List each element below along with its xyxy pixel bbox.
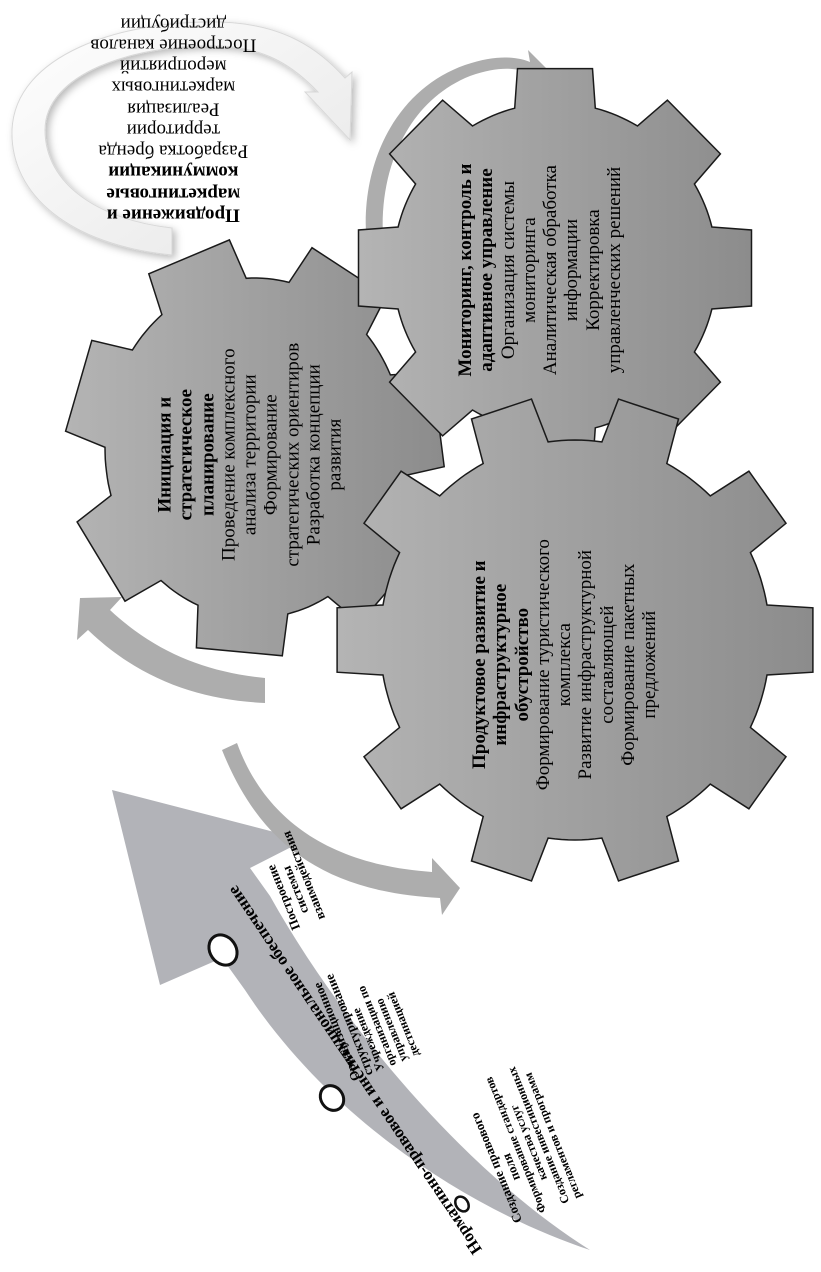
foundation-swoosh-arrow (112, 790, 590, 1250)
gear-item: комплекса (554, 623, 576, 707)
gear-item: развития (324, 419, 346, 491)
promotion-title-line: коммуникации (107, 161, 239, 183)
promotion-item: Разработка бренда (98, 140, 248, 162)
gear-item: Формирование (260, 394, 282, 516)
cycle-arrow-top (365, 50, 548, 295)
gear-title-line: обустройство (511, 608, 533, 722)
gear-item: Развитие инфраструктурной (575, 550, 597, 780)
milestone-circle-2 (318, 1084, 346, 1112)
promotion-item: Реализация (126, 98, 220, 119)
promotion-item: маркетинговых (111, 76, 235, 98)
gear-monitoring-text: Мониторинг, контроль и адаптивное управл… (410, 140, 670, 400)
gear-item: составляющей (596, 605, 618, 725)
gear-item: Формирование туристического (533, 539, 555, 791)
milestone-circle-3 (207, 933, 239, 967)
gear-item: Проведение комплексного (218, 348, 240, 562)
gear-item: мониторинга (518, 217, 540, 323)
promotion-item: Построение каналов (90, 34, 256, 56)
cycle-arrow-left (77, 597, 265, 703)
promotion-curved-arrow (11, 21, 353, 256)
gear-item: информации (561, 218, 583, 322)
gear-product-text: Продуктовое развитие и инфраструктурное … (440, 515, 690, 815)
promotion-block: Продвижение и маркетинговые коммуникации… (58, 13, 288, 225)
gear-title-line: планирование (196, 393, 218, 517)
milestone-circle-1 (454, 1195, 470, 1213)
gear-item: Аналитическая обработка (540, 164, 561, 376)
promotion-item: территории (126, 119, 220, 141)
gear-item: стратегических ориентиров (281, 343, 303, 567)
gear-title-line: Инициация и (154, 397, 176, 513)
promotion-item: дистрибуции (120, 12, 226, 34)
gear-product (336, 398, 814, 882)
gear-initiation-text: Инициация и стратегическое планирование … (120, 315, 380, 595)
promotion-title-line: Продвижение и (106, 204, 240, 226)
gear-item: анализа территории (239, 374, 261, 536)
promotion-item: мероприятий (119, 55, 227, 77)
gear-title-line: стратегическое (175, 389, 197, 521)
cycle-arrow-bottom (222, 743, 460, 915)
gear-item: управленческих решений (603, 166, 625, 374)
gear-title-line: Продуктовое развитие и (469, 560, 491, 770)
gear-item: Корректировка (582, 209, 604, 331)
gear-item: Разработка концепции (303, 364, 325, 546)
promotion-title-line: маркетинговые (106, 183, 240, 205)
gear-title-line: Мониторинг, контроль и (454, 163, 476, 377)
gear-title-line: адаптивное управление (476, 168, 498, 372)
gear-item: Организация системы (497, 180, 519, 360)
gear-item: Формирование пакетных (618, 563, 640, 767)
gear-item: предложений (639, 611, 661, 719)
gear-title-line: инфраструктурное (490, 584, 512, 746)
